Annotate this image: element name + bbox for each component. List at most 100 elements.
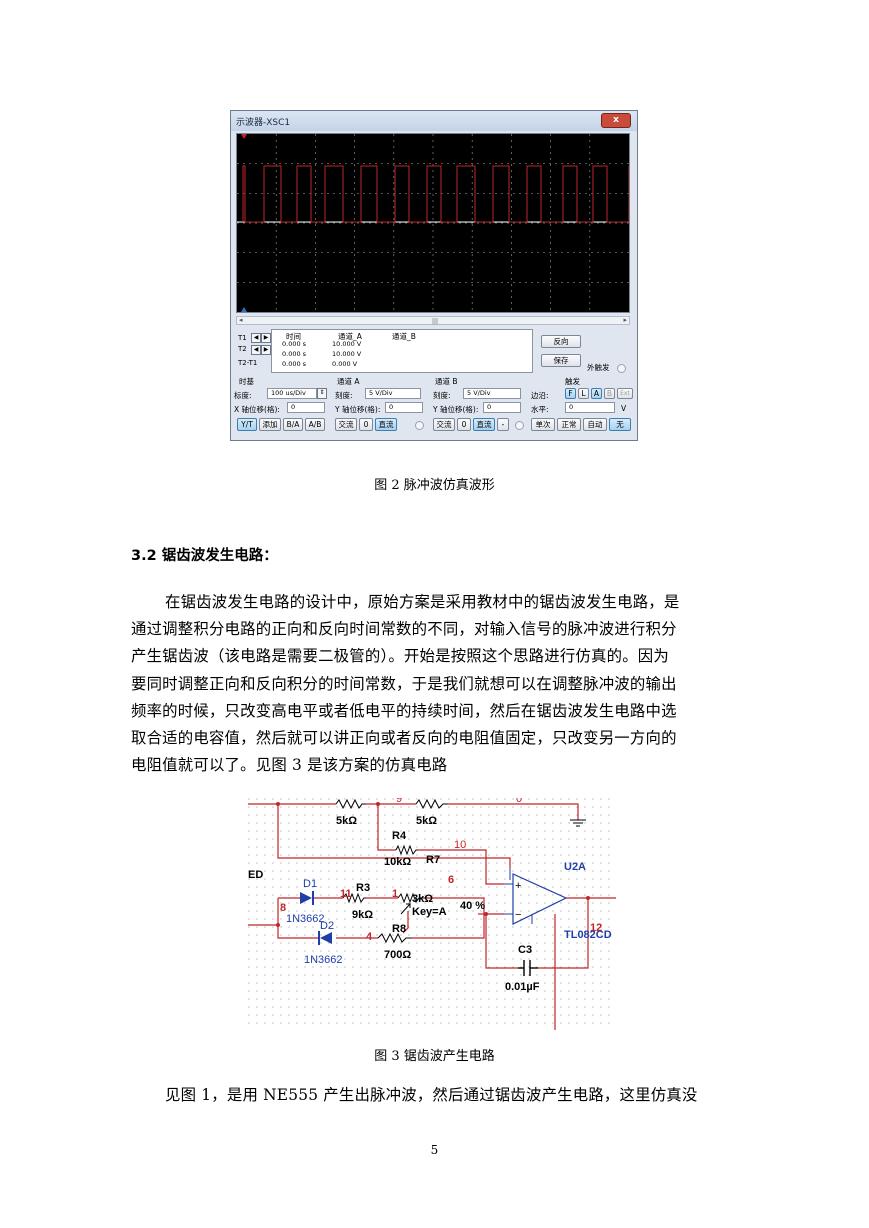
channel-b-dc-button[interactable]: 直流 [473,418,495,431]
channel-b-zero-button[interactable]: 0 [457,418,471,431]
ext-trigger-radio[interactable] [617,364,626,373]
ab-mode-button[interactable]: A/B [305,418,325,431]
node-9-label: 9 [396,798,402,805]
timebase-xpos-field[interactable]: 0 [287,402,325,413]
opamp-plus-label: + [515,880,521,892]
trigger-level-label: 水平: [531,405,549,414]
cursor-diff-label: T2-T1 [238,359,258,367]
sawtooth-circuit-schematic: 5kΩ 5kΩ 9 0 R4 10kΩ R7 10 ED D1 1N3662 D… [248,793,616,1030]
t1-time: 0.000 s [282,340,307,348]
paragraph-line: 要同时调整正向和反向积分的时间常数，于是我们就想可以在调整脉冲波的输出 [131,674,677,693]
u2a-part: TL082CD [564,929,612,941]
channel-b-scale-field[interactable]: 5 V/Div [463,388,521,399]
circuit-drawing: 5kΩ 5kΩ 9 0 R4 10kΩ R7 10 ED D1 1N3662 D… [248,793,616,1030]
channel-b-ypos-label: Y 轴位移(格): [433,405,479,414]
body-paragraph-1: 在锯齿波发生电路的设计中，原始方案是采用教材中的锯齿波发生电路，是 通过调整积分… [131,589,741,779]
auto-trigger-button[interactable]: 自动 [583,418,607,431]
channel-a-zero-button[interactable]: 0 [359,418,373,431]
scroll-left-icon[interactable]: ◂ [239,316,243,324]
t2-left-arrow-icon[interactable]: ◀ [251,345,261,355]
r8-value: 700Ω [384,949,411,961]
channel-b-minus-button[interactable]: - [497,418,509,431]
d2-part: 1N3662 [304,954,343,966]
node-10-label: 10 [454,839,466,851]
add-mode-button[interactable]: 添加 [259,418,281,431]
close-button[interactable]: x [601,113,631,128]
t2-channel-a: 10.000 V [332,350,362,358]
channel-b-ypos-field[interactable]: 0 [483,402,521,413]
reverse-button[interactable]: 反向 [541,335,581,348]
paragraph-line: 频率的时候，只改变高电平或者低电平的持续时间，然后在锯齿波发生电路中选 [131,701,677,720]
cursor-t1-marker-icon[interactable] [241,134,247,139]
t1-left-arrow-icon[interactable]: ◀ [251,333,261,343]
scroll-thumb[interactable]: ||| [432,318,439,325]
source-b-button[interactable]: B [604,388,615,399]
t2-right-arrow-icon[interactable]: ▶ [261,345,271,355]
timebase-scale-field[interactable]: 100 us/Div [267,388,317,399]
figure3-caption: 图 3 锯齿波产生电路 [374,1049,495,1064]
cursor-t1-label: T1 [238,334,247,342]
none-trigger-button[interactable]: 无 [609,418,631,431]
single-trigger-button[interactable]: 单次 [531,418,555,431]
d1-part: 1N3662 [286,913,325,925]
ed-label: ED [248,869,263,881]
save-button[interactable]: 保存 [541,354,581,367]
pot-key: Key=A [412,906,447,918]
channel-a-ypos-field[interactable]: 0 [385,402,423,413]
window-title: 示波器-XSC1 [236,118,291,128]
ext-trigger-label: 外触发 [587,363,610,372]
r3-name: R3 [356,882,370,894]
paragraph-line: 在锯齿波发生电路的设计中，原始方案是采用教材中的锯齿波发生电路，是 [165,593,680,611]
paragraph-line: 取合适的电容值，然后就可以讲正向或者反向的电阻值固定，只改变另一方向的 [131,729,677,748]
paragraph-line: 见图 1，是用 NE555 产生出脉冲波，然后通过锯齿波产生电路，这里仿真没 [165,1086,698,1104]
paragraph-line: 产生锯齿波（该电路是需要二极管的）。开始是按照这个思路进行仿真的。因为 [131,647,669,666]
source-a-button[interactable]: A [591,388,602,399]
r3-value: 9kΩ [352,909,373,921]
trigger-title: 触发 [565,377,580,386]
t1-right-arrow-icon[interactable]: ▶ [261,333,271,343]
cursor-readout-table: 时间 通道_A 通道_B 0.000 s 10.000 V 0.000 s 10… [271,329,533,373]
channel-b-ground-radio[interactable] [515,421,524,430]
trigger-edge-label: 边沿: [531,391,549,400]
horizontal-scrollbar[interactable]: ◂ ||| ▸ [236,316,630,325]
r4-value: 10kΩ [384,856,411,868]
window-titlebar: 示波器-XSC1 x [231,111,637,131]
edge-falling-button[interactable]: L [578,388,589,399]
channel-a-ac-button[interactable]: 交流 [335,418,357,431]
timebase-spinner-icon[interactable]: ⇕ [317,388,327,399]
node-12-label: 12 [590,922,602,934]
yt-mode-button[interactable]: Y/T [237,418,257,431]
source-ext-button[interactable]: Ext [617,388,633,399]
edge-rising-button[interactable]: F [565,388,576,399]
channel-b-ac-button[interactable]: 交流 [433,418,455,431]
channel-a-ypos-label: Y 轴位移(格): [335,405,381,414]
cursor-t2-marker-icon[interactable] [241,307,247,312]
r8-name: R8 [392,923,406,935]
t1-channel-a: 10.000 V [332,340,362,348]
page-number: 5 [430,1143,439,1157]
channel-a-ground-radio[interactable] [415,421,424,430]
scroll-right-icon[interactable]: ▸ [623,316,627,324]
ba-mode-button[interactable]: B/A [283,418,303,431]
circuit-wires [248,803,616,1030]
channel-a-scale-label: 刻度: [335,391,353,400]
node-6-label: 6 [448,874,454,886]
pot-value: 3kΩ [412,893,433,905]
readout-header-cha: 通道_A [338,332,362,341]
r-top1-value: 5kΩ [336,815,357,827]
pot-percent: 40 % [460,900,485,912]
body-paragraph-2: 见图 1，是用 NE555 产生出脉冲波，然后通过锯齿波产生电路，这里仿真没 [131,1082,741,1109]
r4-name: R4 [392,830,407,842]
timebase-xpos-label: X 轴位移(格): [234,405,280,414]
opamp-icon [504,868,568,925]
normal-trigger-button[interactable]: 正常 [557,418,581,431]
figure2-caption: 图 2 脉冲波仿真波形 [374,478,495,493]
channel-a-dc-button[interactable]: 直流 [375,418,397,431]
trigger-level-field[interactable]: 0 [565,402,615,413]
d2-name: D2 [320,920,334,932]
r-top2-value: 5kΩ [416,815,437,827]
channel-a-scale-field[interactable]: 5 V/Div [365,388,421,399]
channel-a-title: 通道 A [337,377,360,386]
channel-a-trace [242,165,629,223]
timebase-scale-label: 标度: [234,391,252,400]
